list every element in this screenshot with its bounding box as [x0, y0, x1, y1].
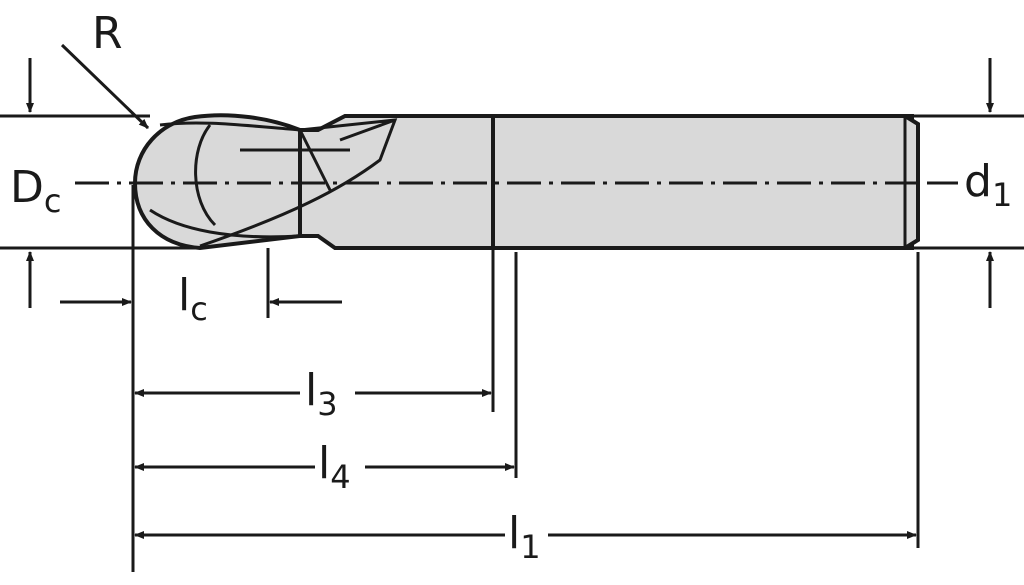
label-cutting-diameter: Dc	[10, 162, 61, 220]
reference-lines	[0, 114, 1024, 250]
label-cutting-length: lc	[178, 270, 208, 328]
dimension-lines	[134, 389, 917, 539]
extension-lines	[131, 185, 920, 572]
diameter-arrows	[26, 58, 994, 308]
label-radius: R	[92, 8, 123, 59]
label-overall-length: l1	[508, 508, 541, 566]
radius-leader	[60, 43, 150, 130]
label-l3: l3	[305, 365, 338, 423]
ball-head	[132, 113, 302, 251]
flute-edges	[149, 118, 398, 248]
label-shank-diameter: d1	[964, 156, 1012, 214]
label-l4: l4	[318, 438, 351, 496]
